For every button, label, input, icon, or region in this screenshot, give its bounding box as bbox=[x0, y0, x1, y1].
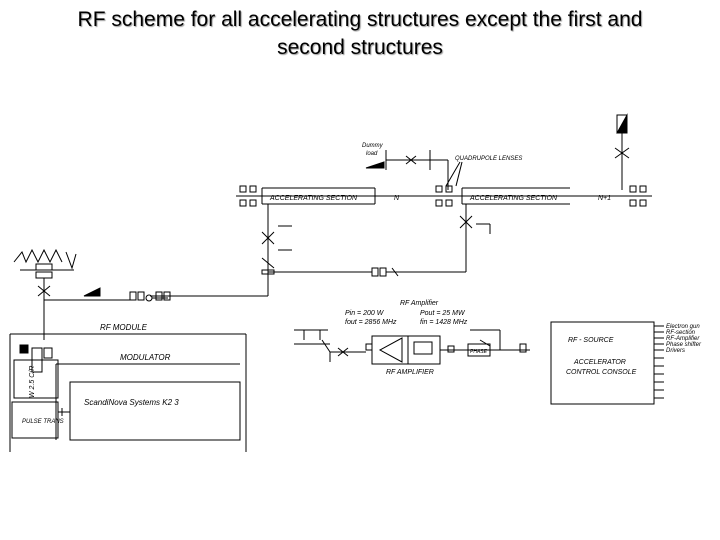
accelerating-section-n-label: ACCELERATING SECTION bbox=[269, 195, 358, 202]
left-load-icon bbox=[83, 287, 101, 297]
rf-module: RF MODULE bbox=[9, 323, 247, 452]
accelerating-section-n1: ACCELERATING SECTION N+1 bbox=[435, 185, 652, 207]
accelerating-section-n1-label: ACCELERATING SECTION bbox=[469, 195, 558, 202]
console-output-1: Electron gun bbox=[666, 324, 700, 330]
rf-source-label: RF - SOURCE bbox=[568, 337, 614, 344]
pulse-trans-box bbox=[11, 401, 59, 439]
cap-label: W 2.5 C/R bbox=[29, 366, 36, 398]
klystron-stack: W 2.5 C/R PULSE TRANS bbox=[11, 344, 70, 439]
modulator-label: MODULATOR bbox=[120, 353, 171, 362]
modulator: MODULATOR ScandiNova Systems K2 3 bbox=[55, 353, 241, 441]
p-out-value: Pout = 25 MW bbox=[420, 310, 466, 317]
pulse-trans-label: PULSE TRANS bbox=[22, 419, 64, 425]
console-box bbox=[550, 321, 655, 405]
rf-amplifier-specs: RF Amplifier Pin = 200 W Pout = 25 MW fo… bbox=[345, 300, 468, 326]
amplifier-block bbox=[371, 335, 441, 365]
dummy-load-label: Dummy bbox=[362, 143, 384, 149]
svg-text:load: load bbox=[366, 151, 378, 157]
accelerating-section-n: ACCELERATING SECTION N bbox=[236, 185, 446, 207]
left-antenna-area bbox=[13, 248, 171, 340]
console-output-2: RF-section bbox=[666, 330, 696, 336]
title-line-1: RF scheme for all accelerating structure… bbox=[77, 8, 643, 31]
scandinova-box bbox=[69, 381, 241, 441]
control-box bbox=[467, 343, 491, 357]
dummy-load-icon bbox=[365, 161, 385, 169]
console-output-5: Drivers bbox=[666, 348, 685, 354]
slide-title: RF scheme for all accelerating structure… bbox=[0, 6, 720, 62]
console-output-4: Phase shifter bbox=[666, 342, 702, 348]
console-label-2: CONTROL CONSOLE bbox=[566, 369, 637, 376]
p-in-value: Pin = 200 W bbox=[345, 310, 385, 317]
quadrupole-lenses-label: QUADRUPOLE LENSES bbox=[455, 156, 522, 162]
rf-amplifier-label: RF Amplifier bbox=[400, 300, 439, 307]
f-in-value: fout = 2856 MHz bbox=[345, 319, 397, 326]
section-n-index: N bbox=[394, 195, 400, 202]
f-out-value: fin = 1428 MHz bbox=[420, 319, 468, 326]
dummy-load-group: Dummy load bbox=[362, 143, 449, 190]
rf-amplifier-bottom-label: RF AMPLIFIER bbox=[386, 369, 434, 376]
console-label-1: ACCELERATOR bbox=[573, 359, 626, 366]
section-n-feed bbox=[150, 204, 292, 297]
title-line-2: second structures bbox=[277, 36, 443, 59]
control-console: RF - SOURCE ACCELERATOR CONTROL CONSOLE … bbox=[550, 321, 702, 405]
top-right-load-fill bbox=[616, 113, 628, 134]
section-n1-index: N+1 bbox=[598, 195, 611, 202]
rf-module-label: RF MODULE bbox=[100, 323, 148, 332]
section-n1-feed bbox=[268, 204, 491, 277]
console-output-3: RF-Amplifier bbox=[666, 336, 700, 342]
top-right-feed bbox=[614, 113, 630, 190]
scandinova-label: ScandiNova Systems K2 3 bbox=[84, 398, 179, 407]
rf-amplifier-chain: PHASE RF AMPLIFIER bbox=[294, 329, 530, 376]
control-box-label: PHASE bbox=[470, 349, 488, 355]
